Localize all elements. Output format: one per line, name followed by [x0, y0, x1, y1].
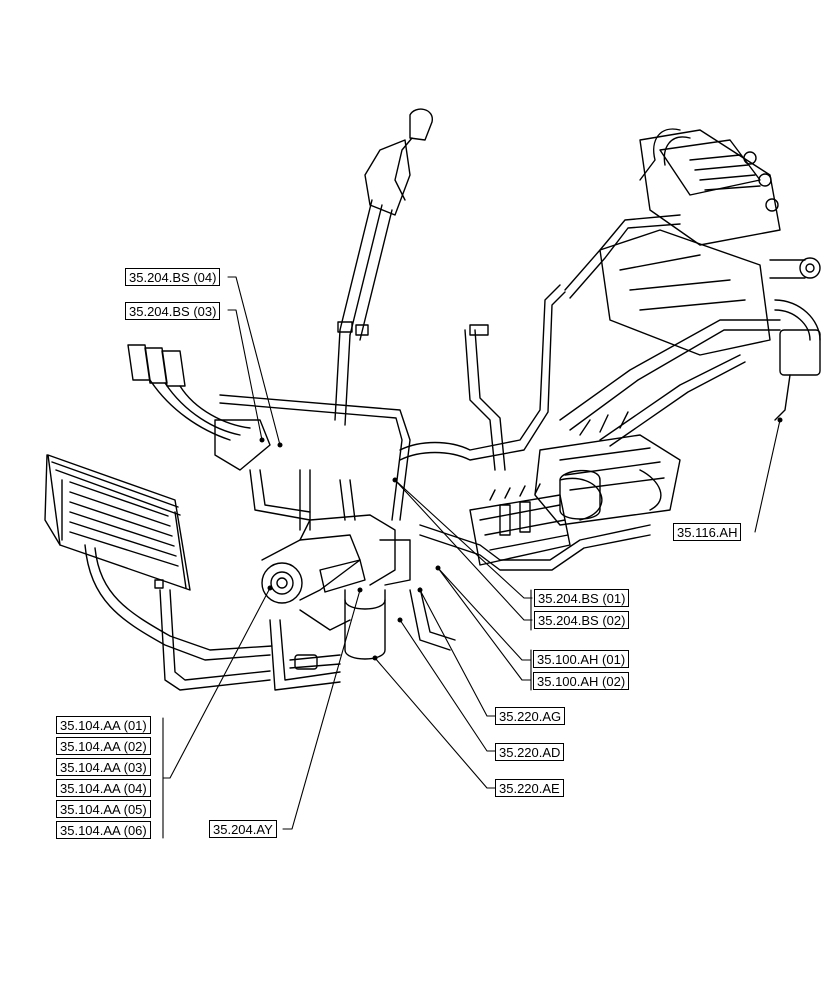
- callout-35-220-ag[interactable]: 35.220.AG: [495, 707, 566, 725]
- callout-35-204-bs-03[interactable]: 35.204.BS (03): [125, 302, 221, 320]
- oil-cooler: [44, 454, 191, 591]
- callout-group-35-104-aa: 35.104.AA (01) 35.104.AA (02) 35.104.AA …: [56, 716, 151, 842]
- main-piping: [219, 128, 821, 651]
- control-valve: [469, 477, 603, 566]
- callout-35-204-bs-02[interactable]: 35.204.BS (02): [534, 611, 630, 629]
- callout-35-204-bs-01[interactable]: 35.204.BS (01): [534, 589, 630, 607]
- cooler-hoses: [84, 544, 341, 691]
- pump-filter-assembly: [261, 514, 411, 660]
- leader-dots: [259, 417, 783, 661]
- callout-35-204-bs-04[interactable]: 35.204.BS (04): [125, 268, 221, 286]
- quick-couplers: [127, 344, 271, 471]
- callout-35-104-aa-05[interactable]: 35.104.AA (05): [56, 800, 151, 818]
- callout-35-100-ah-02[interactable]: 35.100.AH (02): [533, 672, 630, 690]
- callout-35-104-aa-01[interactable]: 35.104.AA (01): [56, 716, 151, 734]
- valve-bank-upper: [599, 129, 821, 421]
- control-lever: [334, 108, 433, 426]
- callout-35-104-aa-06[interactable]: 35.104.AA (06): [56, 821, 151, 839]
- valve-bank-lower: [534, 411, 681, 526]
- callout-35-104-aa-02[interactable]: 35.104.AA (02): [56, 737, 151, 755]
- callout-35-220-ae[interactable]: 35.220.AE: [495, 779, 564, 797]
- leader-lines: [162, 276, 781, 839]
- callout-35-204-ay[interactable]: 35.204.AY: [209, 820, 277, 838]
- callout-35-220-ad[interactable]: 35.220.AD: [495, 743, 565, 761]
- callout-35-116-ah[interactable]: 35.116.AH: [673, 523, 742, 541]
- callout-35-104-aa-04[interactable]: 35.104.AA (04): [56, 779, 151, 797]
- callout-35-104-aa-03[interactable]: 35.104.AA (03): [56, 758, 151, 776]
- callout-35-100-ah-01[interactable]: 35.100.AH (01): [533, 650, 630, 668]
